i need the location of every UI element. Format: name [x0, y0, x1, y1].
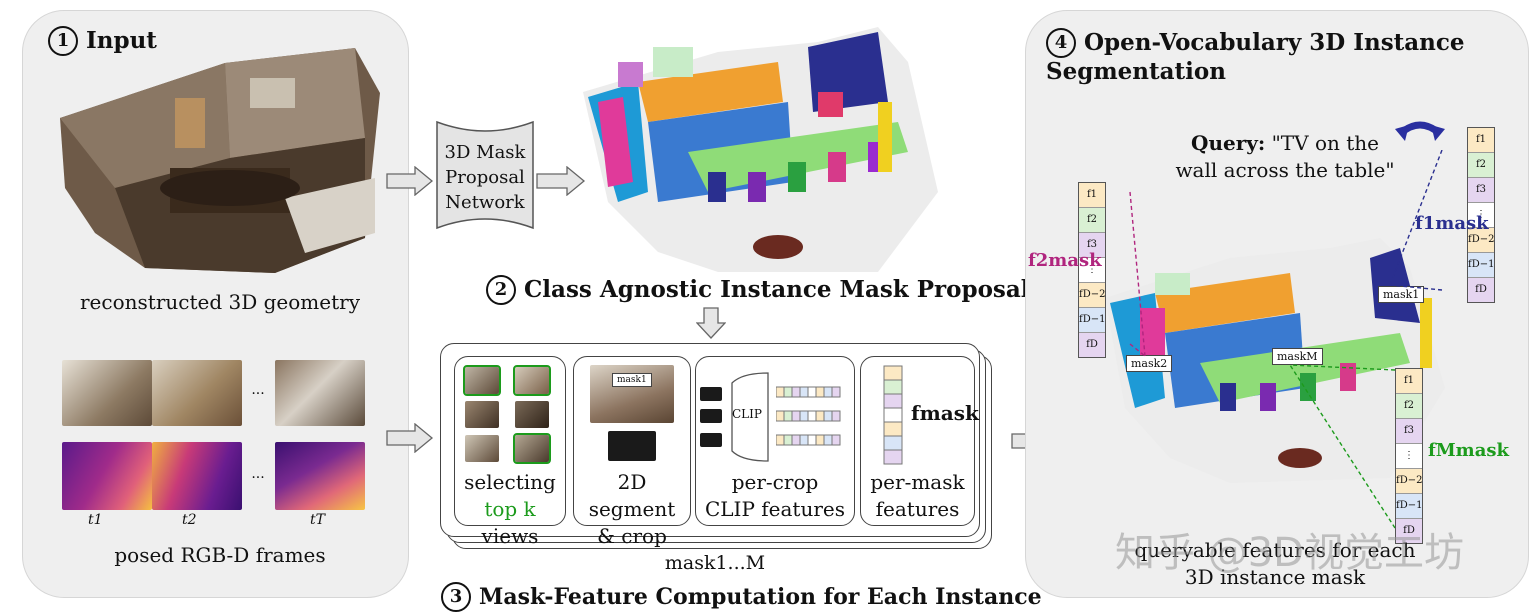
view-thumb: [465, 435, 499, 462]
depth-frame-2: [152, 442, 242, 510]
ellipsis-rgb: ...: [251, 382, 265, 398]
depth-frame-t: [275, 442, 365, 510]
rgb-frame-1: [62, 360, 152, 426]
frames-caption: posed RGB-D frames: [114, 543, 326, 567]
mask2-output-tag: mask2: [1126, 355, 1173, 372]
step-select-views: selecting top k views: [454, 356, 566, 548]
segment-label: 2D segment & crop: [588, 470, 676, 548]
step-segment-crop: mask1 2D segment & crop: [573, 356, 691, 548]
view-thumb: [465, 401, 499, 428]
reconstructed-room-image: [60, 48, 380, 273]
clip-feature-rows: [776, 386, 841, 446]
per-mask-label: per-mask features: [870, 470, 965, 521]
mask-feature-vector: [883, 365, 903, 465]
arrow-down-to-computation: [696, 307, 726, 339]
f2-mask-label: f2mask: [1028, 250, 1102, 271]
depth-frame-1: [62, 442, 152, 510]
view-thumb: [515, 401, 549, 428]
proposal-network-block: [436, 120, 534, 230]
crop-thumb: [700, 409, 722, 423]
rgb-frame-2: [152, 360, 242, 426]
proposal-network-label: 3D Mask Proposal Network: [444, 142, 526, 213]
feature-connectors: [1129, 150, 1443, 529]
fmask-label: fmask: [911, 401, 979, 425]
clip-features-label: per-crop CLIP features: [704, 470, 846, 521]
mask1-tag: mask1: [612, 373, 652, 387]
select-label: selecting top k views: [464, 470, 556, 548]
watermark: 知乎 @3D视觉工坊: [1115, 530, 1464, 576]
geometry-caption: reconstructed 3D geometry: [80, 290, 360, 314]
step-number: 1: [48, 26, 78, 56]
arrow-input-to-network: [386, 166, 434, 196]
view-thumb: [513, 365, 551, 396]
arrow-frames-to-computation: [386, 423, 434, 453]
step-number: 3: [441, 582, 471, 612]
feature-column-mask1: f1 f2 f3 ⋮ fD−2 fD−1 fD: [1467, 127, 1495, 303]
ellipsis-depth: ...: [251, 466, 265, 482]
time-label-2: t2: [182, 512, 197, 528]
topk-label: top k: [484, 497, 536, 521]
crop-thumb: [700, 433, 722, 447]
clip-label: CLIP: [732, 407, 762, 421]
step-number: 4: [1046, 28, 1076, 58]
rgb-frame-t: [275, 360, 365, 426]
step-number: 2: [486, 275, 516, 305]
fM-mask-label: fMmask: [1428, 440, 1509, 461]
feature-column-mask2: f1 f2 f3 ⋮ fD−2 fD−1 fD: [1078, 182, 1106, 358]
mask1-output-tag: mask1: [1378, 286, 1425, 303]
time-label-t: tT: [310, 512, 325, 528]
step-per-mask-features: fmask per-mask features: [860, 356, 979, 526]
output-caption: queryable features for each 3D instance …: [1134, 538, 1416, 589]
feature-column-maskM: f1 f2 f3 ⋮ fD−2 fD−1 fD: [1395, 368, 1423, 544]
crop-thumb: [700, 387, 722, 401]
time-label-1: t1: [88, 512, 103, 528]
step-clip-features: CLIP per-crop CLIP features: [695, 356, 855, 526]
view-thumb: [513, 433, 551, 464]
arrow-network-to-proposals: [536, 166, 586, 196]
mask-range-label: mask1...M: [664, 552, 766, 574]
maskM-output-tag: maskM: [1272, 348, 1323, 365]
mask-proposals-scene: [583, 27, 938, 272]
f1-mask-label: f1mask: [1415, 213, 1489, 234]
crop-thumb: [608, 431, 656, 461]
view-thumb: [463, 365, 501, 396]
clip-encoder-block: [731, 372, 769, 462]
query-text: Query: "TV on the wall across the table": [1175, 131, 1395, 182]
query-curved-arrow-icon: [1395, 121, 1445, 141]
